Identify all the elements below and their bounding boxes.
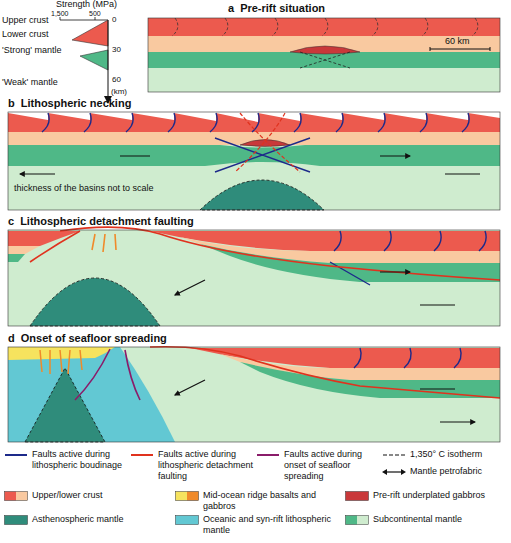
petrofabric-sample xyxy=(382,467,406,477)
legend-item: Faults active during onset of seafloor s… xyxy=(256,449,380,482)
seafloor-spreading-section xyxy=(8,347,500,442)
depth-value: 30 xyxy=(112,46,121,54)
legend-item: Faults active during lithospheric boudin… xyxy=(4,449,128,471)
legend-item: Mantle petrofabric xyxy=(382,466,507,477)
axis-unit: (km) xyxy=(111,88,127,96)
panel-letter: b xyxy=(8,97,15,109)
layer-name: 'Weak' mantle xyxy=(2,78,58,87)
panel-title: Lithospheric detachment faulting xyxy=(20,215,194,227)
cross-section-panel: a Pre-rift situation xyxy=(148,0,500,93)
panel-letter: a xyxy=(228,2,234,14)
scale-label: 60 km xyxy=(445,37,470,46)
tick-value: 1,500 xyxy=(51,10,69,17)
tick-value: 500 xyxy=(89,10,101,17)
fault-line-sample xyxy=(4,450,28,460)
cross-section-panel: b Lithospheric necking xyxy=(8,96,500,211)
legend-item: Mid-ocean ridge basalts and gabbros xyxy=(175,490,341,512)
note: thickness of the basins not to scale xyxy=(14,184,154,193)
layer-name: Lower crust xyxy=(2,30,49,39)
legend-swatch xyxy=(5,516,28,525)
oceanic-mantle-swatch xyxy=(175,515,199,525)
cross-section-panel: d Onset of seafloor spreading xyxy=(8,331,500,443)
asthenosphere-swatch xyxy=(4,515,28,525)
necking-section xyxy=(8,112,500,210)
layer-name: Upper crust xyxy=(2,16,49,25)
detachment-section xyxy=(8,227,500,326)
axis-title: Strength (MPa) xyxy=(56,0,117,9)
panel-title: Pre-rift situation xyxy=(240,2,325,14)
pre-rift-section xyxy=(148,18,500,92)
panel-letter: c xyxy=(8,215,14,227)
panel-title: Onset of seafloor spreading xyxy=(21,332,167,344)
crust-swatch xyxy=(4,491,28,501)
legend-text: Mid-ocean ridge basalts and gabbros xyxy=(203,490,341,512)
legend-item: Asthenospheric mantle xyxy=(4,514,172,525)
fault-line-sample xyxy=(256,450,280,460)
legend-text: Upper/lower crust xyxy=(32,490,172,501)
legend-item: Faults active during lithospheric detach… xyxy=(130,449,254,482)
fault-line-sample xyxy=(130,450,154,460)
isotherm-sample xyxy=(382,450,406,460)
legend-item: 1,350° C isotherm xyxy=(382,449,507,460)
legend-text: Mantle petrofabric xyxy=(410,466,507,477)
legend-text: Asthenospheric mantle xyxy=(32,514,172,525)
strength-profile xyxy=(60,17,112,104)
legend-text: Pre-rift underplated gabbros xyxy=(373,490,507,501)
legend-text: Faults active during onset of seafloor s… xyxy=(284,449,380,482)
legend-item: Upper/lower crust xyxy=(4,490,172,501)
legend-item: Pre-rift underplated gabbros xyxy=(345,490,507,501)
gabbro-swatch xyxy=(345,491,369,501)
legend-item: Oceanic and syn-rift lithospheric mantle xyxy=(175,514,341,536)
legend-swatch xyxy=(176,516,199,525)
legend-text: Oceanic and syn-rift lithospheric mantle xyxy=(203,514,341,536)
panel-letter: d xyxy=(8,332,15,344)
legend-swatch xyxy=(346,492,369,501)
basalt-swatch xyxy=(175,491,199,501)
cross-section-panel: c Lithospheric detachment faulting xyxy=(8,214,500,327)
legend-text: Faults active during lithospheric boudin… xyxy=(32,449,128,471)
layer-name: 'Strong' mantle xyxy=(2,46,61,55)
panel-title: Lithospheric necking xyxy=(21,97,132,109)
depth-value: 0 xyxy=(112,16,116,24)
depth-value: 60 xyxy=(112,76,121,84)
legend-item: Subcontinental mantle xyxy=(345,514,507,525)
legend-text: Faults active during lithospheric detach… xyxy=(158,449,254,482)
mantle-swatch xyxy=(345,515,369,525)
legend-text: Subcontinental mantle xyxy=(373,514,507,525)
legend-text: 1,350° C isotherm xyxy=(410,449,507,460)
